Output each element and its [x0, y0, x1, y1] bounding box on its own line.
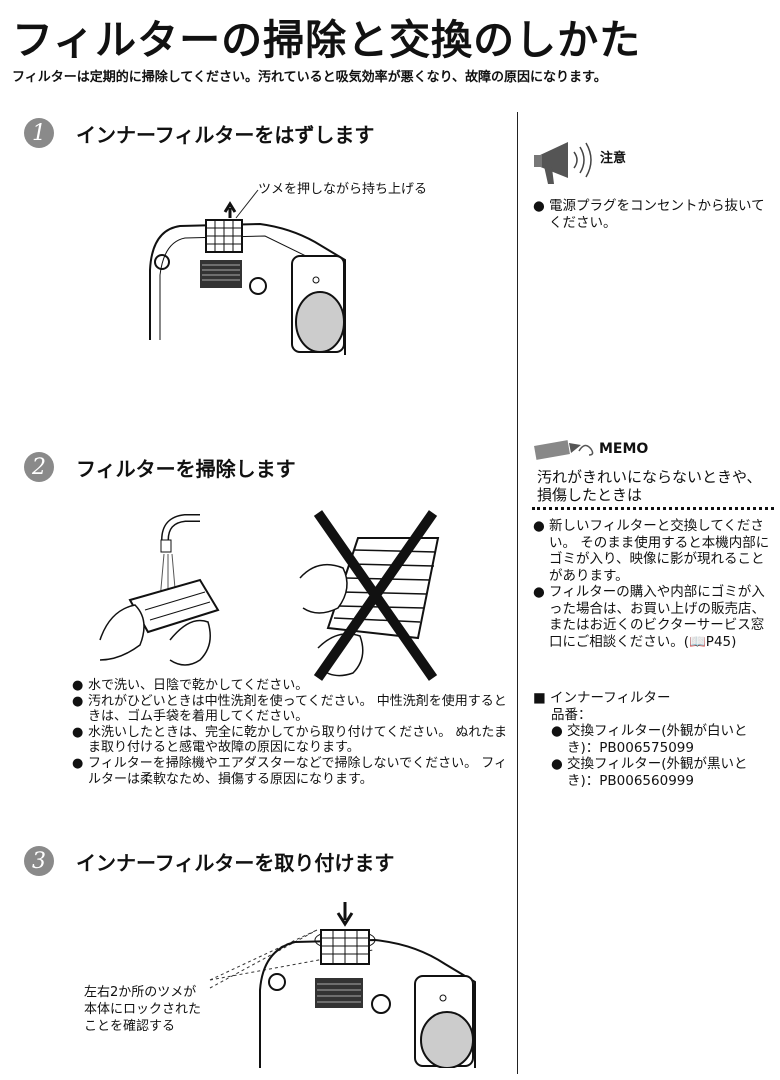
caution-list: 電源プラグをコンセントから抜いてください。 [533, 198, 771, 231]
step-3-callout: 左右2か所のツメが 本体にロックされた ことを確認する [84, 985, 202, 1034]
memo-label: MEMO [599, 441, 649, 457]
step-3-text: インナーフィルターを取り付けます [76, 850, 395, 875]
step-2-heading: 2 フィルターを掃除します [24, 452, 296, 482]
memo-divider [532, 507, 774, 510]
memo-list: 新しいフィルターと交換してください。 そのまま使用すると本機内部にゴミが入り、映… [533, 518, 771, 650]
do-not-vacuum-illustration [299, 510, 440, 681]
step-1-text: インナーフィルターをはずします [76, 122, 375, 147]
parts-heading: ■ インナーフィルター [533, 690, 671, 706]
washing-filter-illustration [99, 514, 220, 666]
bullet-item: フィルターを掃除機やエアダスターなどで掃除しないでください。 フィルターは柔軟な… [72, 756, 517, 787]
page-title: フィルターの掃除と交換のしかた [12, 16, 642, 64]
step-2-bullets: 水で洗い、日陰で乾かしてください。 汚れがひどいときは中性洗剤を使ってください。… [72, 678, 517, 787]
step-number-3: 3 [24, 846, 54, 876]
intro-text: フィルターは定期的に掃除してください。汚れていると吸気効率が悪くなり、故障の原因… [12, 70, 607, 85]
projector-attach-illustration [209, 902, 476, 1068]
step-number-1: 1 [24, 118, 54, 148]
step-1-heading: 1 インナーフィルターをはずします [24, 118, 374, 148]
caution-item: 電源プラグをコンセントから抜いてください。 [533, 198, 771, 231]
bullet-item: 汚れがひどいときは中性洗剤を使ってください。 中性洗剤を使用するときは、ゴム手袋… [72, 694, 517, 725]
step-1-callout: ツメを押しながら持ち上げる [258, 182, 428, 197]
memo-item: フィルターの購入や内部にゴミが入った場合は、お買い上げの販売店、またはお近くのビ… [533, 584, 771, 650]
step-3-heading: 3 インナーフィルターを取り付けます [24, 846, 394, 876]
parts-item: 交換フィルター(外観が白いとき)：PB006575099 [551, 723, 771, 756]
step-number-2: 2 [24, 452, 54, 482]
parts-section: ■ インナーフィルター 品番： 交換フィルター(外観が白いとき)：PB00657… [533, 690, 771, 789]
pencil-note-icon [534, 440, 594, 460]
parts-sub: 品番： [551, 706, 592, 723]
bullet-item: 水洗いしたときは、完全に乾かしてから取り付けてください。 ぬれたまま取り付けると… [72, 725, 517, 756]
bullet-item: 水で洗い、日陰で乾かしてください。 [72, 678, 517, 694]
projector-remove-illustration [149, 189, 346, 355]
caution-label: 注意 [600, 151, 627, 166]
column-divider [517, 112, 518, 1074]
megaphone-icon [534, 142, 592, 184]
memo-item: 新しいフィルターと交換してください。 そのまま使用すると本機内部にゴミが入り、映… [533, 518, 771, 584]
memo-heading: 汚れがきれいにならないときや、損傷したときは [537, 468, 762, 504]
parts-item: 交換フィルター(外観が黒いとき)：PB006560999 [551, 756, 771, 789]
step-2-text: フィルターを掃除します [76, 456, 296, 481]
